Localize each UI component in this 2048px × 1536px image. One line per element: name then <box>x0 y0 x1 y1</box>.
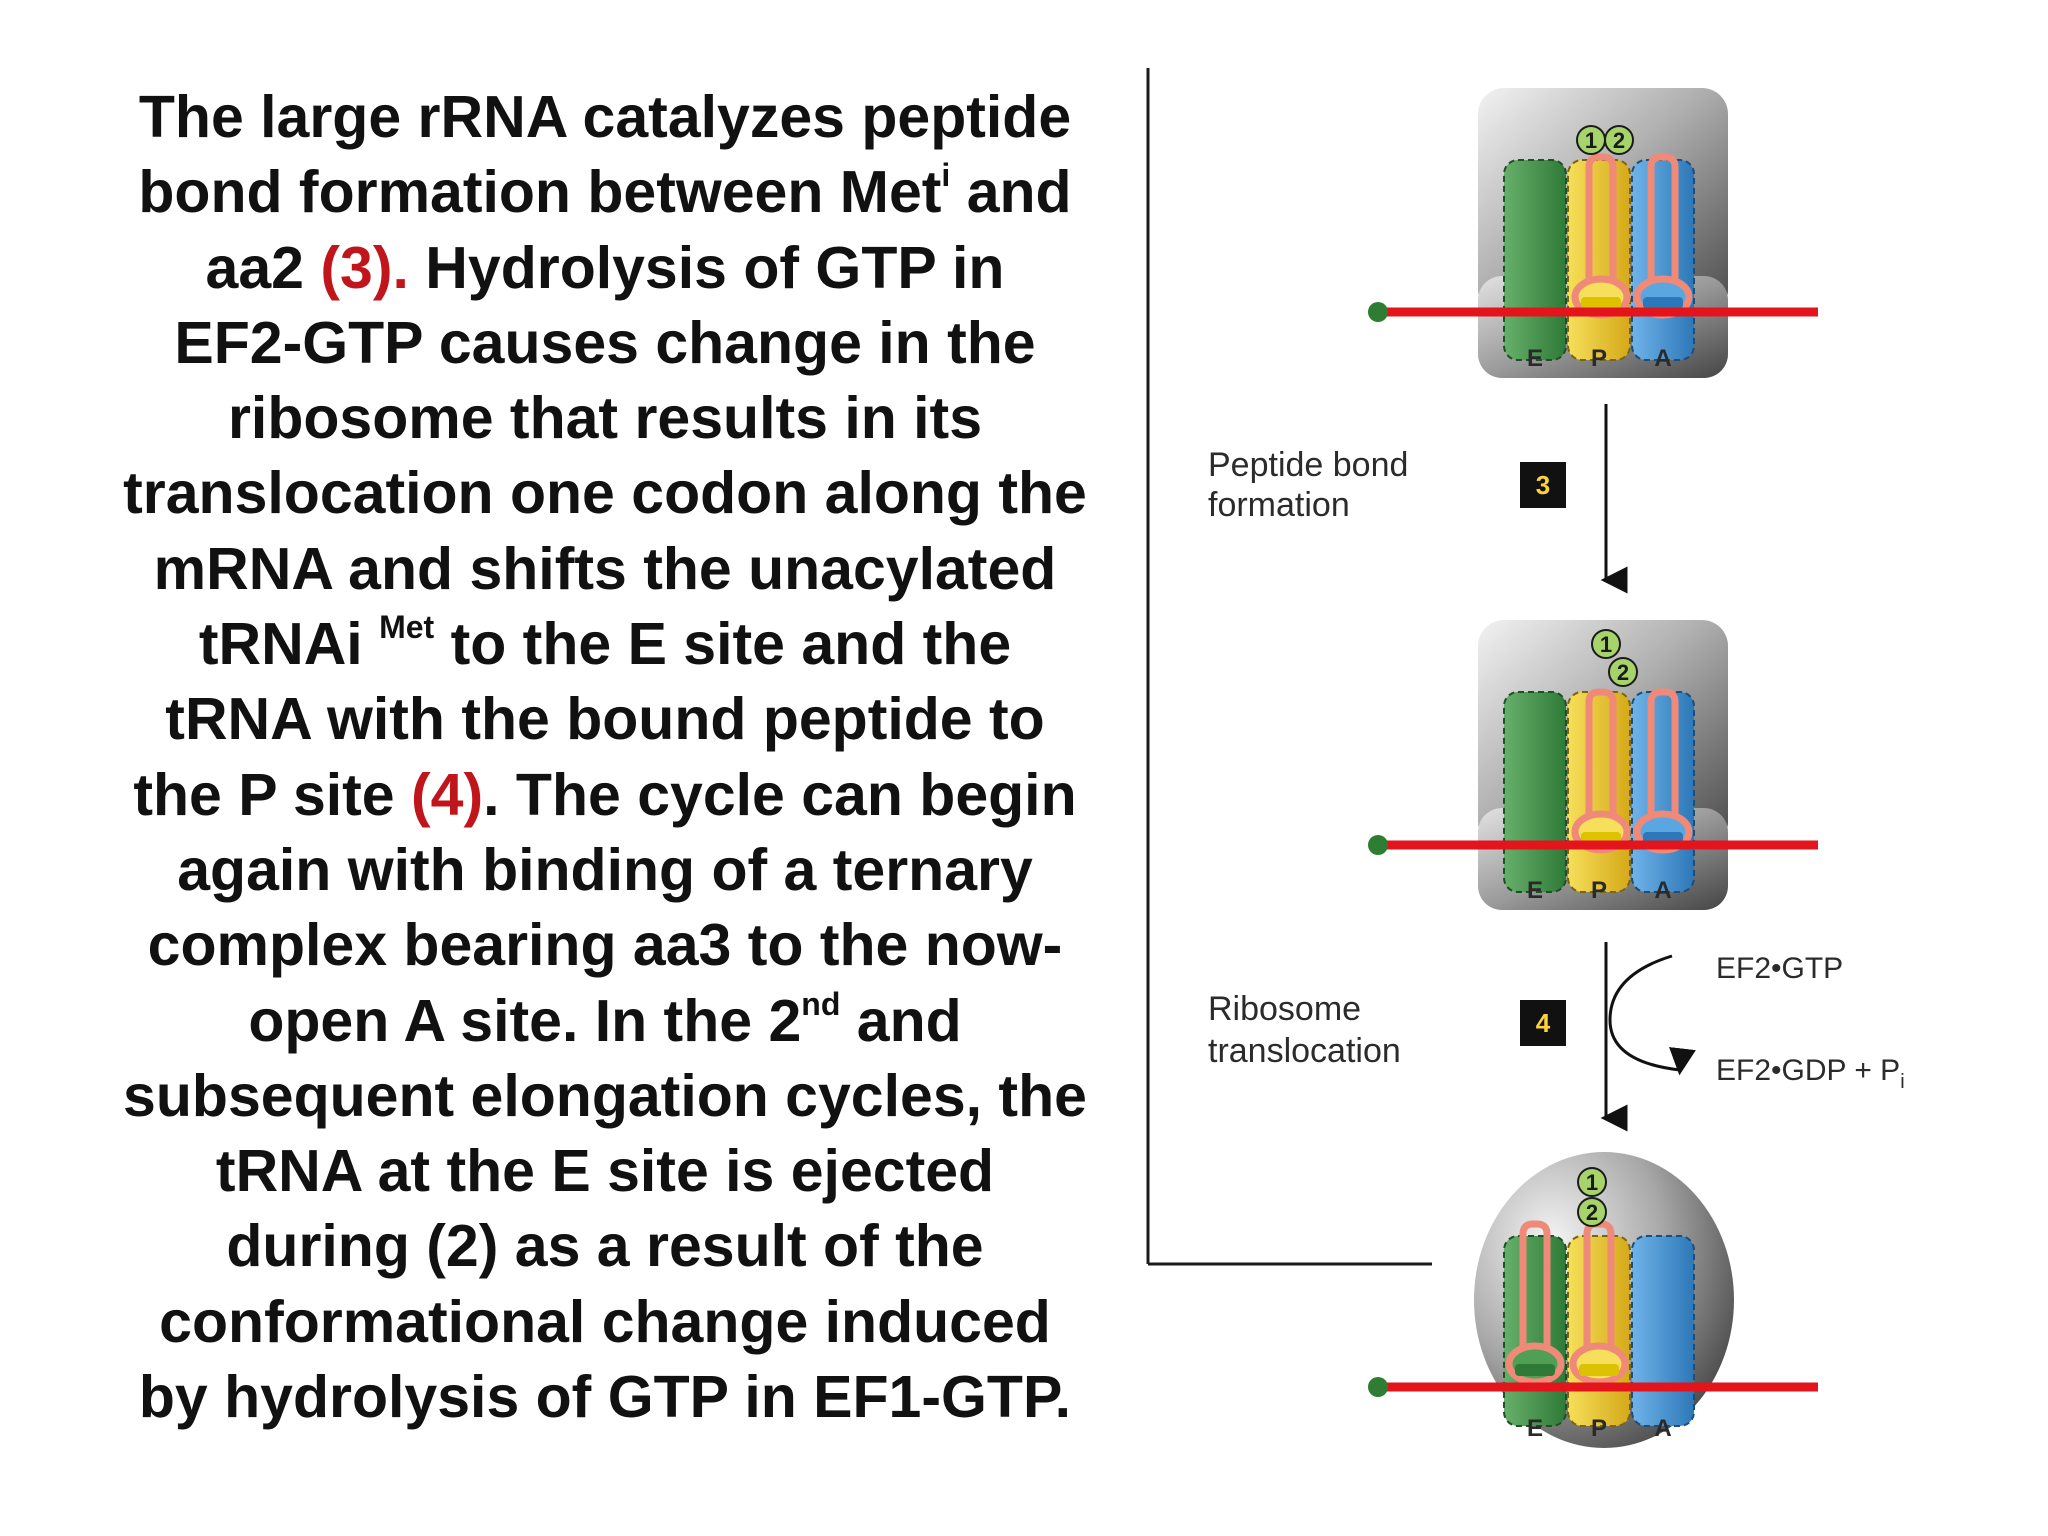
amino-acid-2-label: 2 <box>1586 1200 1598 1225</box>
amino-acid-2-label: 2 <box>1613 128 1625 153</box>
ef2-gtp-label: EF2•GTP <box>1716 952 1843 985</box>
step-3-badge <box>1520 462 1566 508</box>
step-3-label-line-2: formation <box>1208 486 1350 524</box>
text-line-4: EF2-GTP causes change in the <box>174 309 1036 376</box>
text-line-10b: . The cycle can begin <box>483 761 1077 828</box>
site-e-label: E <box>1527 1415 1543 1442</box>
text-line-2-superscript: i <box>941 157 951 194</box>
text-line-2a: bond formation between Met <box>138 159 942 226</box>
ribosome-state-2: 1 2 E P A <box>1477 619 1729 911</box>
ribosome-state-1: 1 2 E P A <box>1477 87 1729 379</box>
step-3-number: 3 <box>1536 470 1550 500</box>
ef2-gdp-subscript: i <box>1900 1071 1904 1093</box>
step-4-badge <box>1520 1000 1566 1046</box>
text-line-3a: aa2 <box>205 234 321 301</box>
text-line-12: complex bearing aa3 to the now- <box>147 912 1063 979</box>
amino-acid-1-label: 1 <box>1600 632 1612 657</box>
site-a-label: A <box>1654 1415 1671 1442</box>
text-line-13a: open A site. In the 2 <box>248 987 802 1054</box>
text-line-7: mRNA and shifts the unacylated <box>153 535 1057 602</box>
step-4-label-line-1: Ribosome <box>1208 990 1361 1028</box>
explanation-text: The large rRNA catalyzes peptide bond for… <box>70 80 1140 1435</box>
text-line-16: during (2) as a result of the <box>226 1213 984 1280</box>
text-line-5: ribosome that results in its <box>227 385 983 452</box>
text-line-2b: and <box>950 159 1072 226</box>
text-line-9: tRNA with the bound peptide to <box>165 686 1045 753</box>
ef2-gdp-text: EF2•GDP + P <box>1716 1054 1900 1087</box>
site-e-label: E <box>1527 345 1543 372</box>
site-e-label: E <box>1527 877 1543 904</box>
amino-acid-2-label: 2 <box>1617 660 1629 685</box>
ef2-gdp-label: EF2•GDP + Pi <box>1716 1054 1905 1093</box>
text-line-15: tRNA at the E site is ejected <box>215 1138 995 1205</box>
text-line-10a: the P site <box>133 761 412 828</box>
text-line-6: translocation one codon along the <box>123 460 1087 527</box>
site-a-label: A <box>1654 877 1671 904</box>
text-line-18: by hydrolysis of GTP in EF1-GTP. <box>138 1364 1072 1431</box>
amino-acid-2-icon <box>1577 1197 1607 1227</box>
text-line-8-superscript: Met <box>379 609 435 646</box>
text-line-3b: Hydrolysis of GTP in <box>408 234 1005 301</box>
ef2-exchange-arrow <box>1608 954 1696 1076</box>
mrna-5prime-cap-2 <box>1368 835 1388 855</box>
mrna-5prime-cap-1 <box>1368 302 1388 322</box>
site-p-label: P <box>1591 1415 1607 1442</box>
text-line-17: conformational change induced <box>159 1288 1051 1355</box>
site-a-label: A <box>1654 345 1671 372</box>
step-4-label-line-2: translocation <box>1208 1032 1401 1070</box>
text-line-8b: to the E site and the <box>434 611 1012 678</box>
step-3-reference: (3). <box>320 234 409 301</box>
step-4-reference: (4) <box>411 761 484 828</box>
amino-acid-1-icon <box>1591 629 1621 659</box>
text-line-8a: tRNAi <box>198 611 380 678</box>
site-p-label: P <box>1591 877 1607 904</box>
text-line-11: again with binding of a ternary <box>177 836 1033 903</box>
text-line-1: The large rRNA catalyzes peptide <box>138 84 1072 150</box>
ribosome-state-3: 1 2 E P A <box>1474 1152 1734 1448</box>
step-3-label-line-1: Peptide bond <box>1208 446 1408 484</box>
text-line-13b: and <box>840 987 962 1054</box>
text-line-13-superscript: nd <box>801 985 841 1022</box>
amino-acid-1-label: 1 <box>1585 128 1597 153</box>
amino-acid-1-icon <box>1577 1167 1607 1197</box>
site-p-label: P <box>1591 345 1607 372</box>
mrna-5prime-cap-3 <box>1368 1377 1388 1397</box>
amino-acid-2-icon <box>1604 125 1634 155</box>
text-line-14: subsequent elongation cycles, the <box>123 1062 1087 1129</box>
amino-acid-1-label: 1 <box>1586 1170 1598 1195</box>
amino-acid-2-icon <box>1608 657 1638 687</box>
step-4-number: 4 <box>1536 1008 1551 1038</box>
